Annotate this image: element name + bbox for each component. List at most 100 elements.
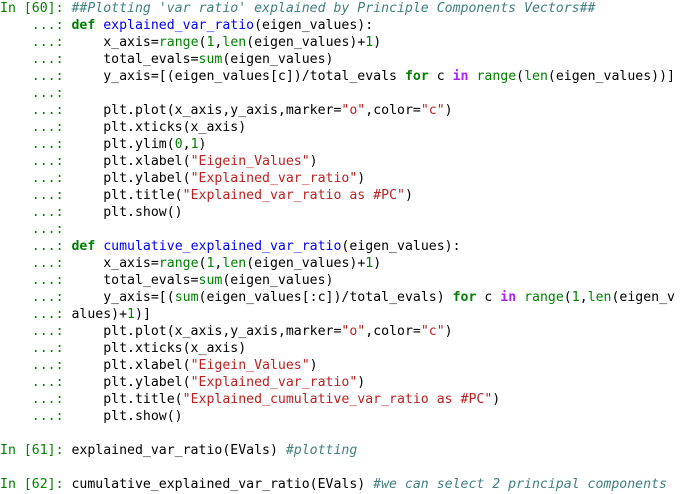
code-token: range xyxy=(476,69,517,84)
code-token: (eigen_values)+ xyxy=(246,35,366,50)
code-token: ( xyxy=(516,69,525,84)
console-line: ...: plt.ylabel("Explained_var_ratio") xyxy=(0,170,694,187)
console-line: ...: plt.ylim(0,1) xyxy=(0,136,694,153)
line-prompt: ...: xyxy=(0,103,72,118)
code-token: ,color= xyxy=(365,103,421,118)
code-token: #we can select 2 principal components xyxy=(373,477,667,492)
code-token: ) xyxy=(444,324,453,339)
code-token: plt.show() xyxy=(71,409,183,424)
line-prompt: ...: xyxy=(0,35,72,50)
code-token: range xyxy=(158,256,199,271)
console-line: ...: plt.plot(x_axis,y_axis,marker="o",c… xyxy=(0,102,694,119)
code-token: ##Plotting 'var ratio' explained by Prin… xyxy=(71,1,596,16)
code-token: plt.plot(x_axis,y_axis,marker= xyxy=(71,324,342,339)
console-line: ...: x_axis=range(1,len(eigen_values)+1) xyxy=(0,255,694,272)
code-token: alues)+ xyxy=(71,307,128,322)
console-line: ...: y_axis=[(eigen_values[c])/total_eva… xyxy=(0,68,694,85)
code-token: 1 xyxy=(365,256,374,271)
code-token: "Explained_var_ratio" xyxy=(190,375,358,390)
code-token: ( xyxy=(198,256,207,271)
console-line: ...: plt.ylabel("Explained_var_ratio") xyxy=(0,374,694,391)
line-prompt: ...: xyxy=(0,273,72,288)
code-token: ) xyxy=(309,358,318,373)
code-token: in xyxy=(452,69,469,84)
code-token: len xyxy=(222,35,247,50)
line-prompt: ...: xyxy=(0,18,72,33)
line-prompt: ...: xyxy=(0,341,72,356)
code-token: plt.plot(x_axis,y_axis,marker= xyxy=(71,103,342,118)
code-token: 1 xyxy=(190,137,199,152)
code-token: , xyxy=(214,35,223,50)
code-token: "Eigein_Values" xyxy=(190,358,310,373)
code-token: ,color= xyxy=(365,324,421,339)
code-token: ) xyxy=(492,392,501,407)
code-token: ( xyxy=(563,290,572,305)
code-token: (eigen_values[:c])/total_evals) xyxy=(198,290,453,305)
code-token: x_axis= xyxy=(71,256,159,271)
code-token: plt.show() xyxy=(71,205,183,220)
code-token: total_evals= xyxy=(71,52,199,67)
line-prompt: ...: xyxy=(0,307,72,322)
console-line: ...: plt.xticks(x_axis) xyxy=(0,340,694,357)
code-token: 1 xyxy=(206,256,215,271)
code-token: cumulative_explained_var_ratio xyxy=(103,239,342,254)
code-token: sum xyxy=(198,273,223,288)
console-line: ...: plt.plot(x_axis,y_axis,marker="o",c… xyxy=(0,323,694,340)
code-token: (eigen_values) xyxy=(222,273,334,288)
code-token: 1 xyxy=(365,35,374,50)
code-token: in xyxy=(500,290,517,305)
line-prompt: ...: xyxy=(0,52,72,67)
line-prompt: ...: xyxy=(0,154,72,169)
code-token: "c" xyxy=(420,103,445,118)
console-line: ...: plt.title("Explained_cumulative_var… xyxy=(0,391,694,408)
code-token: ) xyxy=(309,154,318,169)
code-token: 1 xyxy=(206,35,215,50)
console-line: ...: total_evals=sum(eigen_values) xyxy=(0,51,694,68)
code-token: (eigen_values): xyxy=(341,239,461,254)
code-token: len xyxy=(222,256,247,271)
code-token: len xyxy=(587,290,612,305)
line-prompt: ...: xyxy=(0,290,72,305)
code-token: , xyxy=(579,290,588,305)
console-line: ...: plt.xlabel("Eigein_Values") xyxy=(0,357,694,374)
line-prompt: ...: xyxy=(0,86,72,101)
code-token: plt.title( xyxy=(71,392,183,407)
line-prompt: ...: xyxy=(0,392,72,407)
code-token: "c" xyxy=(420,324,445,339)
code-token: y_axis=[( xyxy=(71,290,175,305)
console-line: In [60]: ##Plotting 'var ratio' explaine… xyxy=(0,0,694,17)
code-token: "o" xyxy=(341,103,366,118)
line-prompt: ...: xyxy=(0,205,72,220)
code-token: cumulative_explained_var_ratio(EVals) xyxy=(71,477,374,492)
line-prompt: ...: xyxy=(0,409,72,424)
line-prompt: ...: xyxy=(0,239,72,254)
console-line xyxy=(0,459,694,476)
line-prompt: ...: xyxy=(0,69,72,84)
console-line: ...: xyxy=(0,85,694,102)
code-token: #plotting xyxy=(285,443,358,458)
code-token: ) xyxy=(373,256,382,271)
code-token: 1 xyxy=(127,307,135,322)
code-token: total_evals= xyxy=(71,273,199,288)
console-line: ...: plt.xlabel("Eigein_Values") xyxy=(0,153,694,170)
line-prompt: ...: xyxy=(0,324,72,339)
code-token: (eigen_v xyxy=(611,290,676,305)
code-token: c xyxy=(428,69,453,84)
line-prompt: ...: xyxy=(0,358,72,373)
line-prompt: ...: xyxy=(0,120,72,135)
line-prompt: ...: xyxy=(0,375,72,390)
console-line: In [62]: cumulative_explained_var_ratio(… xyxy=(0,476,694,493)
console-line: ...: def cumulative_explained_var_ratio(… xyxy=(0,238,694,255)
code-token: ( xyxy=(198,35,207,50)
line-prompt: ...: xyxy=(0,188,72,203)
code-token: len xyxy=(524,69,548,84)
code-token: range xyxy=(158,35,199,50)
code-token: def xyxy=(71,239,104,254)
line-prompt: In [62]: xyxy=(0,477,72,492)
console-line: ...: plt.title("Explained_var_ratio as #… xyxy=(0,187,694,204)
line-prompt: In [61]: xyxy=(0,443,72,458)
code-token: "o" xyxy=(341,324,366,339)
line-prompt: ...: xyxy=(0,171,72,186)
code-token: )] xyxy=(135,307,151,322)
